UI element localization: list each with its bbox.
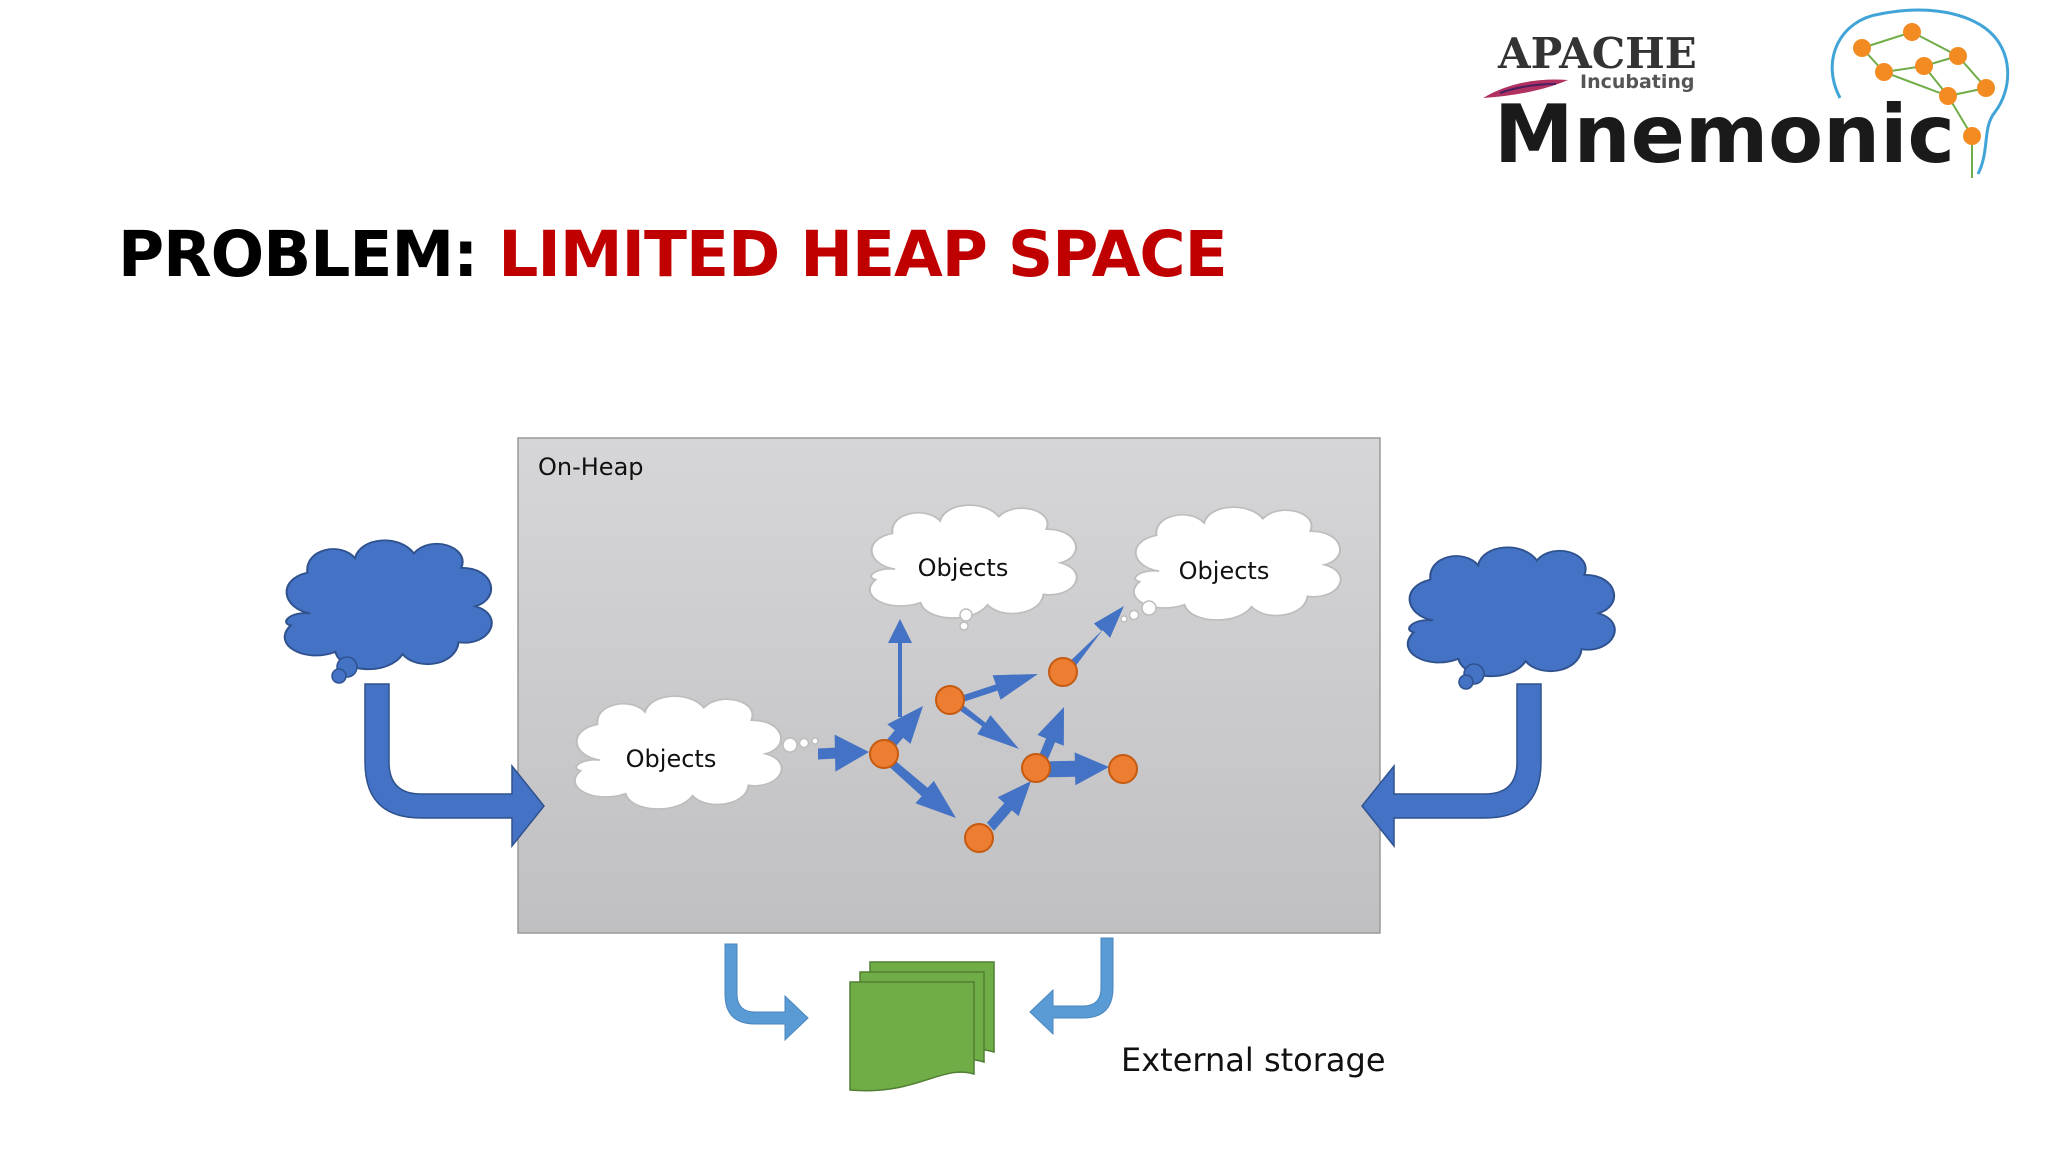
logo-mnemonic: Mnemonic	[1494, 88, 1955, 181]
objects-label-top: Objects	[918, 554, 1009, 582]
objects-label-right: Objects	[1179, 557, 1270, 585]
title-prefix: PROBLEM:	[118, 218, 499, 291]
brain-network-icon	[1830, 8, 2010, 178]
right-storage-arrow	[1029, 937, 1114, 1035]
objects-cloud-top: Objects	[868, 504, 1078, 631]
graph-nodes	[869, 657, 1138, 853]
graph-node	[964, 823, 994, 853]
left-storage-arrow	[724, 943, 809, 1041]
graph-node	[935, 685, 965, 715]
graph-node	[869, 739, 899, 769]
external-storage-label: External storage	[1121, 1041, 1386, 1079]
logo: APACHE Incubating Mnemonic	[1483, 8, 2010, 181]
graph-node	[1021, 753, 1051, 783]
graph-node	[1048, 657, 1078, 687]
graph-node	[1108, 754, 1138, 784]
storage-docs-icon	[849, 961, 995, 1092]
objects-label-left: Objects	[626, 745, 717, 773]
logo-apache: APACHE	[1497, 29, 1697, 78]
left-cloud	[283, 539, 493, 684]
slide-title: PROBLEM: LIMITED HEAP SPACE	[118, 218, 1228, 291]
objects-cloud-left: Objects	[573, 695, 819, 811]
title-highlight: LIMITED HEAP SPACE	[498, 218, 1227, 291]
graph-arrows	[818, 606, 1124, 831]
on-heap-label: On-Heap	[538, 453, 644, 481]
objects-cloud-right: Objects	[1120, 506, 1342, 623]
left-inflow-arrow	[364, 683, 545, 847]
right-inflow-arrow	[1361, 683, 1542, 847]
right-cloud	[1406, 546, 1616, 690]
logo-incubating: Incubating	[1580, 71, 1695, 93]
